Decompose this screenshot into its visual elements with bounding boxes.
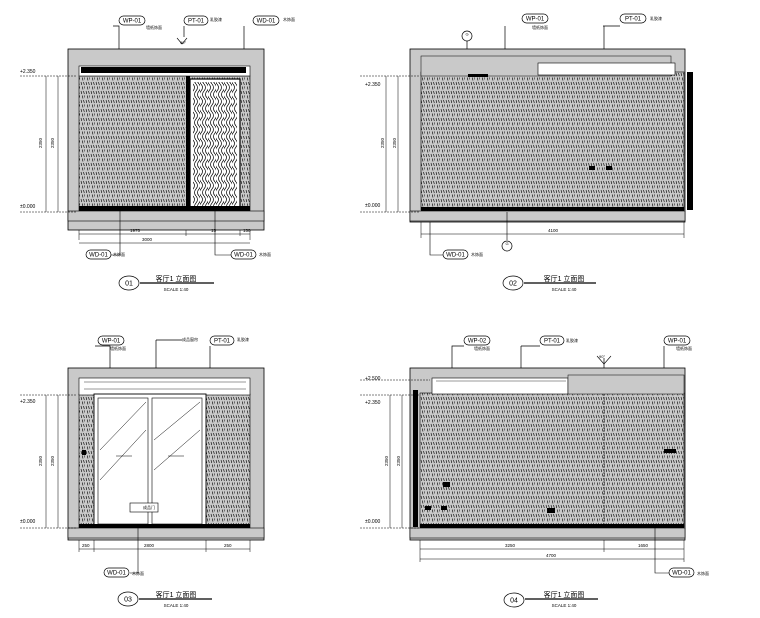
svg-text:1650: 1650 [638,543,649,548]
svg-text:2350: 2350 [38,137,43,148]
tag-wp01-e2: WP-01 墙纸饰面 [521,13,549,30]
svg-text:墙纸饰面: 墙纸饰面 [474,345,490,351]
svg-text:WD-01: WD-01 [257,19,276,25]
tag-wp01-e3: WP-01 墙纸饰面 [97,335,126,351]
svg-text:+2.350: +2.350 [365,82,381,88]
elevation-03: WP-01 墙纸饰面 成品窗帘 PT-01 乳胶漆 成品门 +2.350 ±0.… [20,335,265,608]
svg-text:PT-01: PT-01 [214,339,231,345]
tag-pt01-e1: PT-01 乳胶漆 [183,15,222,26]
svg-text:15: 15 [211,228,217,233]
svg-text:03: 03 [124,597,132,604]
tag-wd01-e3-bottom: WD-01 木饰面 [103,567,144,578]
tag-wp01-e1: WP-01 墙纸饰面 [118,15,162,30]
svg-text:客厅1 立面图: 客厅1 立面图 [156,274,197,283]
svg-text:SCALE 1:40: SCALE 1:40 [552,603,577,608]
svg-text:04: 04 [510,598,518,605]
svg-text:木饰面: 木饰面 [259,251,271,257]
svg-text:2350: 2350 [384,455,389,466]
svg-text:+2.350: +2.350 [20,399,36,405]
elevation-02: WP-01 墙纸饰面 PT-01 乳胶漆 G +2.350 ±0.000 235… [360,13,693,292]
svg-text:成品门: 成品门 [143,504,155,510]
svg-text:木饰面: 木饰面 [283,16,295,22]
svg-text:2350: 2350 [392,137,397,148]
svg-text:250: 250 [224,543,232,548]
svg-text:WP-01: WP-01 [526,17,545,23]
section-mark-top-e2: G [461,30,473,42]
svg-text:WD-01: WD-01 [446,253,465,259]
elevation-01: WP-01 墙纸饰面 PT-01 乳胶漆 WD-01 木饰面 90° +2.35… [20,15,295,292]
svg-text:乳胶漆: 乳胶漆 [237,336,249,342]
svg-text:客厅1 立面图: 客厅1 立面图 [544,590,585,599]
elevation-04: WP-02 墙纸饰面 PT-01 乳胶漆 WP-01 墙纸饰面 90° +2.5… [360,335,709,608]
svg-text:150: 150 [243,228,251,233]
svg-text:2350: 2350 [50,455,55,466]
tag-wp01-e4: WP-01 墙纸饰面 [663,335,692,351]
svg-text:4100: 4100 [548,228,559,233]
svg-text:2350: 2350 [380,137,385,148]
svg-text:2350: 2350 [50,137,55,148]
svg-text:成品窗帘: 成品窗帘 [182,336,198,342]
svg-text:木饰面: 木饰面 [471,251,483,257]
tag-wd01-e4-bottom: WD-01 木饰面 [668,567,709,578]
svg-text:4700: 4700 [546,553,557,558]
svg-text:墙纸饰面: 墙纸饰面 [110,345,126,351]
tag-wd01-e1: WD-01 木饰面 [252,15,295,26]
svg-text:乳胶漆: 乳胶漆 [210,16,222,22]
svg-text:SCALE 1:40: SCALE 1:40 [164,603,189,608]
svg-text:乳胶漆: 乳胶漆 [650,15,662,21]
svg-text:客厅1 立面图: 客厅1 立面图 [156,590,197,599]
svg-text:2800: 2800 [144,543,155,548]
tag-pt01-e3: PT-01 乳胶漆 [209,335,249,346]
svg-text:250: 250 [82,543,90,548]
svg-text:WD-01: WD-01 [107,571,126,577]
tag-wd01-e2-bottom: WD-01 木饰面 [442,249,483,260]
svg-text:+2.500: +2.500 [365,376,381,382]
svg-text:乳胶漆: 乳胶漆 [566,337,578,343]
svg-text:WD-01: WD-01 [234,253,253,259]
svg-text:+2.350: +2.350 [20,69,36,75]
tag-wd01-e1-bottom-right: WD-01 木饰面 [230,249,271,260]
svg-text:墙纸饰面: 墙纸饰面 [676,345,692,351]
svg-text:+2.350: +2.350 [365,400,381,406]
svg-text:2350: 2350 [396,455,401,466]
tag-pt01-e2: PT-01 乳胶漆 [619,13,662,24]
svg-text:WP-02: WP-02 [468,339,487,345]
svg-text:02: 02 [509,281,517,288]
svg-text:90°: 90° [599,354,605,359]
svg-text:±0.000: ±0.000 [20,519,35,525]
svg-text:±0.000: ±0.000 [365,519,380,525]
svg-text:2350: 2350 [38,455,43,466]
svg-text:3000: 3000 [142,237,153,242]
svg-text:PT-01: PT-01 [544,339,561,345]
svg-text:±0.000: ±0.000 [20,204,35,210]
svg-text:WD-01: WD-01 [89,253,108,259]
svg-text:3250: 3250 [505,543,516,548]
svg-text:WP-01: WP-01 [123,19,142,25]
svg-text:客厅1 立面图: 客厅1 立面图 [544,274,585,283]
svg-text:01: 01 [125,281,133,288]
svg-text:SCALE 1:40: SCALE 1:40 [164,287,189,292]
svg-text:SCALE 1:40: SCALE 1:40 [552,287,577,292]
section-mark-bottom-e2: G [501,240,513,252]
tag-wp02-e4: WP-02 墙纸饰面 [463,335,491,351]
svg-text:墙纸饰面: 墙纸饰面 [532,24,548,30]
svg-text:木饰面: 木饰面 [132,570,144,576]
svg-text:木饰面: 木饰面 [113,251,125,257]
svg-text:木饰面: 木饰面 [697,570,709,576]
svg-text:WD-01: WD-01 [672,571,691,577]
tag-wd01-e1-bottom-left: WD-01 木饰面 [85,249,125,260]
svg-text:PT-01: PT-01 [625,17,642,23]
svg-text:G: G [505,241,508,246]
svg-text:墙纸饰面: 墙纸饰面 [146,24,162,30]
svg-text:WP-01: WP-01 [668,339,687,345]
svg-text:PT-01: PT-01 [188,19,205,25]
tag-pt01-e4: PT-01 乳胶漆 [539,335,578,346]
svg-text:±0.000: ±0.000 [365,203,380,209]
svg-text:G: G [465,32,468,37]
svg-text:1975: 1975 [130,228,141,233]
svg-text:WP-01: WP-01 [102,339,121,345]
